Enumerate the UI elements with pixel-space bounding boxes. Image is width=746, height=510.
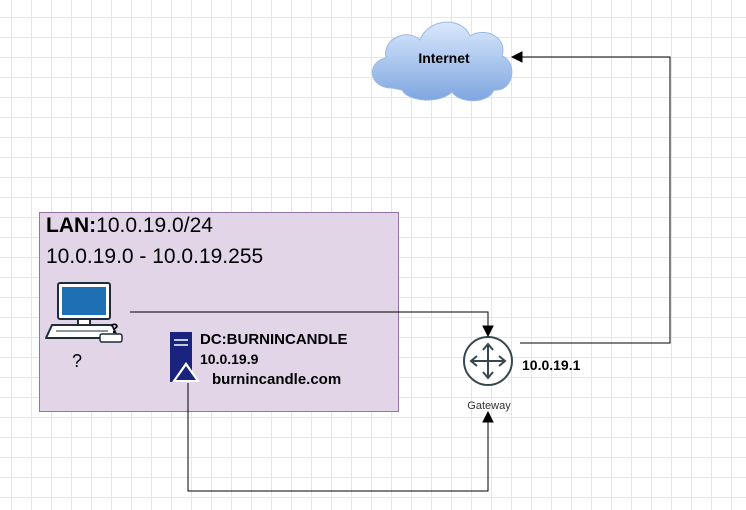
gateway-ip: 10.0.19.1	[522, 357, 581, 373]
internet-label: Internet	[418, 50, 470, 66]
edge-dc-gateway	[187, 383, 489, 492]
computer-icon[interactable]: ?	[45, 282, 123, 343]
gateway-label: Gateway	[467, 400, 511, 412]
lan-title: LAN:10.0.19.0/24	[46, 214, 213, 238]
lan-title-prefix: LAN:	[46, 214, 97, 237]
arrowhead-gateway-top	[482, 325, 494, 338]
edge-gateway-internet	[520, 56, 671, 344]
lan-subnet: 10.0.19.0/24	[96, 214, 213, 237]
edge-workstation-gateway	[130, 311, 489, 326]
dc-domain: burnincandle.com	[212, 371, 342, 388]
arrowhead-gateway-bottom	[482, 410, 494, 423]
lan-range: 10.0.19.0 - 10.0.19.255	[46, 245, 264, 268]
svg-text:?: ?	[110, 320, 119, 336]
workstation-label: ?	[72, 351, 83, 371]
dc-ip: 10.0.19.9	[200, 351, 259, 367]
router-icon[interactable]	[463, 336, 513, 386]
cloud-icon[interactable]	[371, 21, 513, 102]
server-icon[interactable]	[170, 332, 200, 382]
connectors	[130, 51, 671, 492]
arrowhead-internet	[510, 51, 523, 63]
dc-name: DC:BURNINCANDLE	[200, 331, 348, 348]
